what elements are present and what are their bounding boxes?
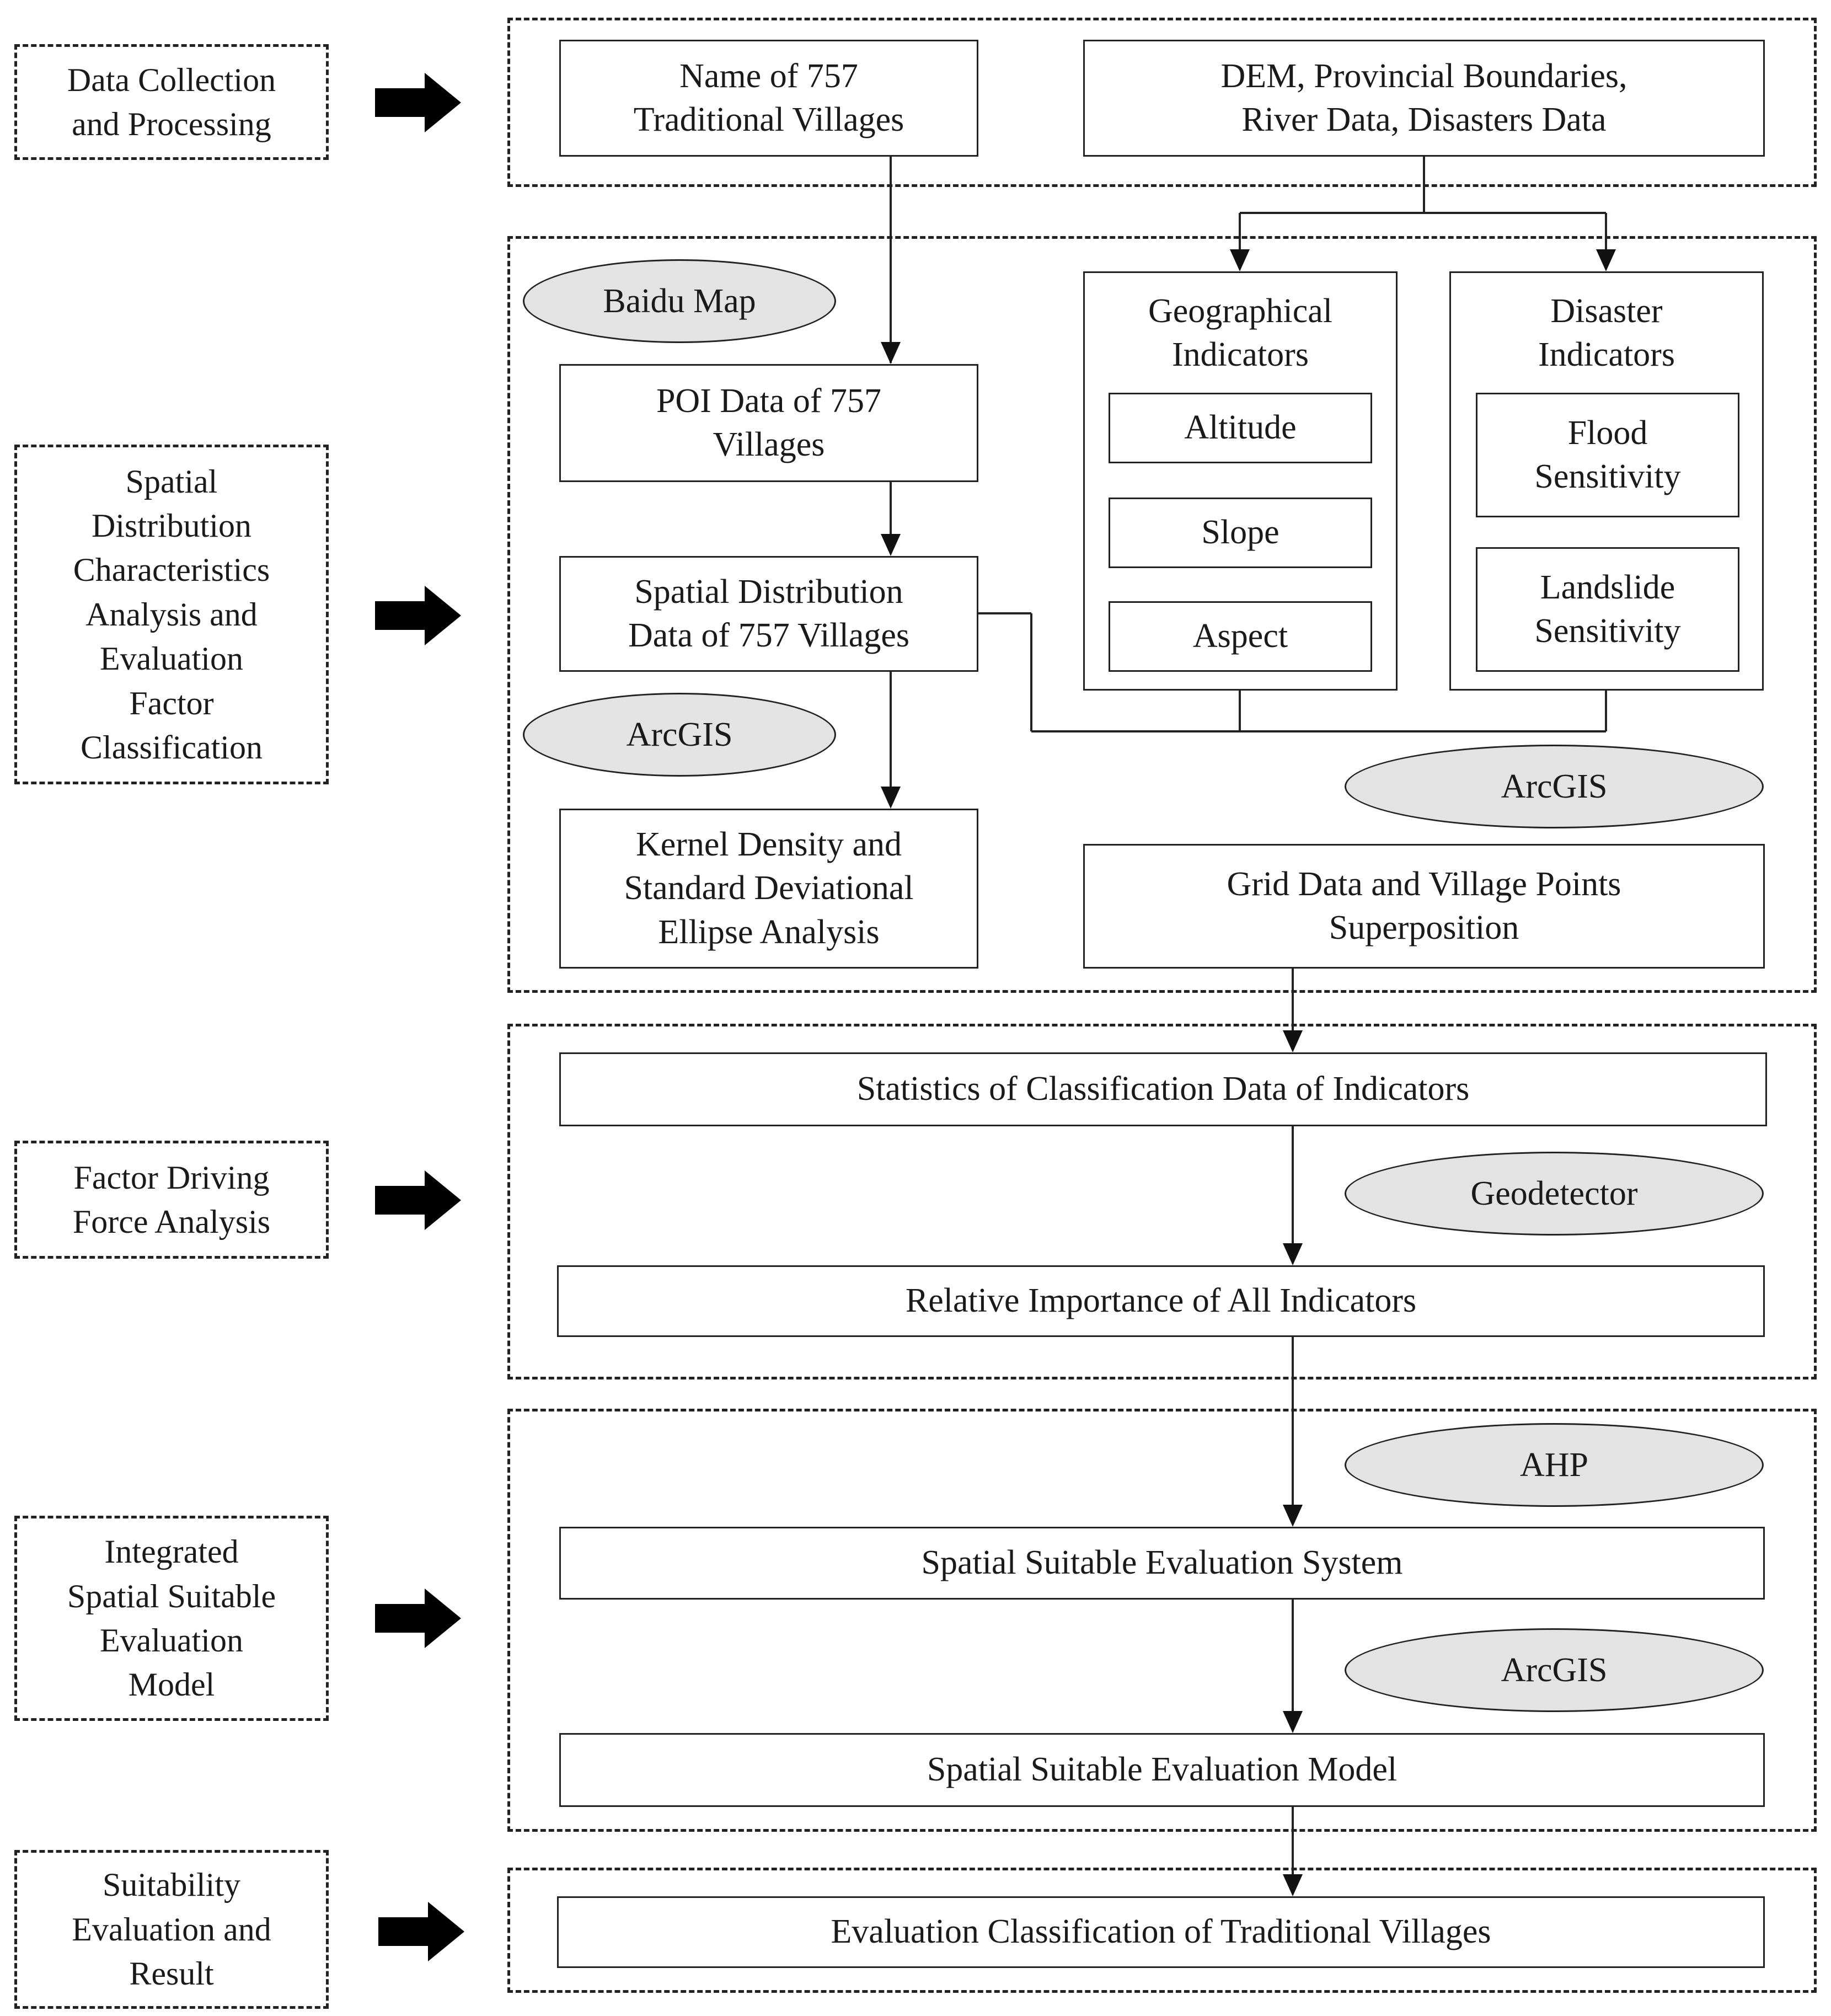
section-spatial-distribution [507,236,1817,993]
poi-data-box: POI Data of 757 Villages [559,364,978,482]
base-data-box: DEM, Provincial Boundaries, River Data, … [1083,40,1765,157]
ahp-tool: AHP [1345,1423,1764,1507]
stage-factor-driving: Factor Driving Force Analysis [14,1141,329,1259]
spatial-distribution-box: Spatial Distribution Data of 757 Village… [559,556,978,672]
relative-importance-box: Relative Importance of All Indicators [557,1265,1765,1337]
arcgis-tool-3: ArcGIS [1345,1628,1764,1712]
flood-sensitivity-box: Flood Sensitivity [1476,393,1739,517]
block-arrows [375,73,464,1961]
aspect-box: Aspect [1109,601,1372,672]
block-arrow-5 [378,1902,464,1961]
geographical-indicators-title: Geographical Indicators [1148,292,1332,374]
arcgis-tool-2: ArcGIS [1345,745,1764,828]
section-result [507,1868,1817,1993]
kernel-density-box: Kernel Density and Standard Deviational … [559,809,978,969]
village-names-box: Name of 757 Traditional Villages [559,40,978,157]
stage-data-collection: Data Collection and Processing [14,44,329,160]
stage-integrated-model: Integrated Spatial Suitable Evaluation M… [14,1516,329,1721]
block-arrow-3 [375,1170,461,1230]
disaster-indicators-title: Disaster Indicators [1538,292,1675,374]
grid-superposition-box: Grid Data and Village Points Superpositi… [1083,844,1765,969]
stage-spatial-distribution: Spatial Distribution Characteristics Ana… [14,445,329,784]
evaluation-model-box: Spatial Suitable Evaluation Model [559,1733,1765,1807]
evaluation-classification-box: Evaluation Classification of Traditional… [557,1896,1765,1968]
section-integrated-model [507,1409,1817,1832]
block-arrow-2 [375,586,461,645]
block-arrow-1 [375,73,461,132]
evaluation-system-box: Spatial Suitable Evaluation System [559,1527,1765,1600]
baidu-map-tool: Baidu Map [523,259,836,343]
stage-suitability-result: Suitability Evaluation and Result [14,1850,329,2009]
section-factor-driving [507,1024,1817,1379]
arcgis-tool-1: ArcGIS [523,693,836,777]
slope-box: Slope [1109,498,1372,568]
altitude-box: Altitude [1109,393,1372,463]
statistics-box: Statistics of Classification Data of Ind… [559,1052,1767,1126]
landslide-sensitivity-box: Landslide Sensitivity [1476,547,1739,672]
geodetector-tool: Geodetector [1345,1152,1764,1236]
block-arrow-4 [375,1589,461,1648]
section-data-collection [507,18,1817,187]
